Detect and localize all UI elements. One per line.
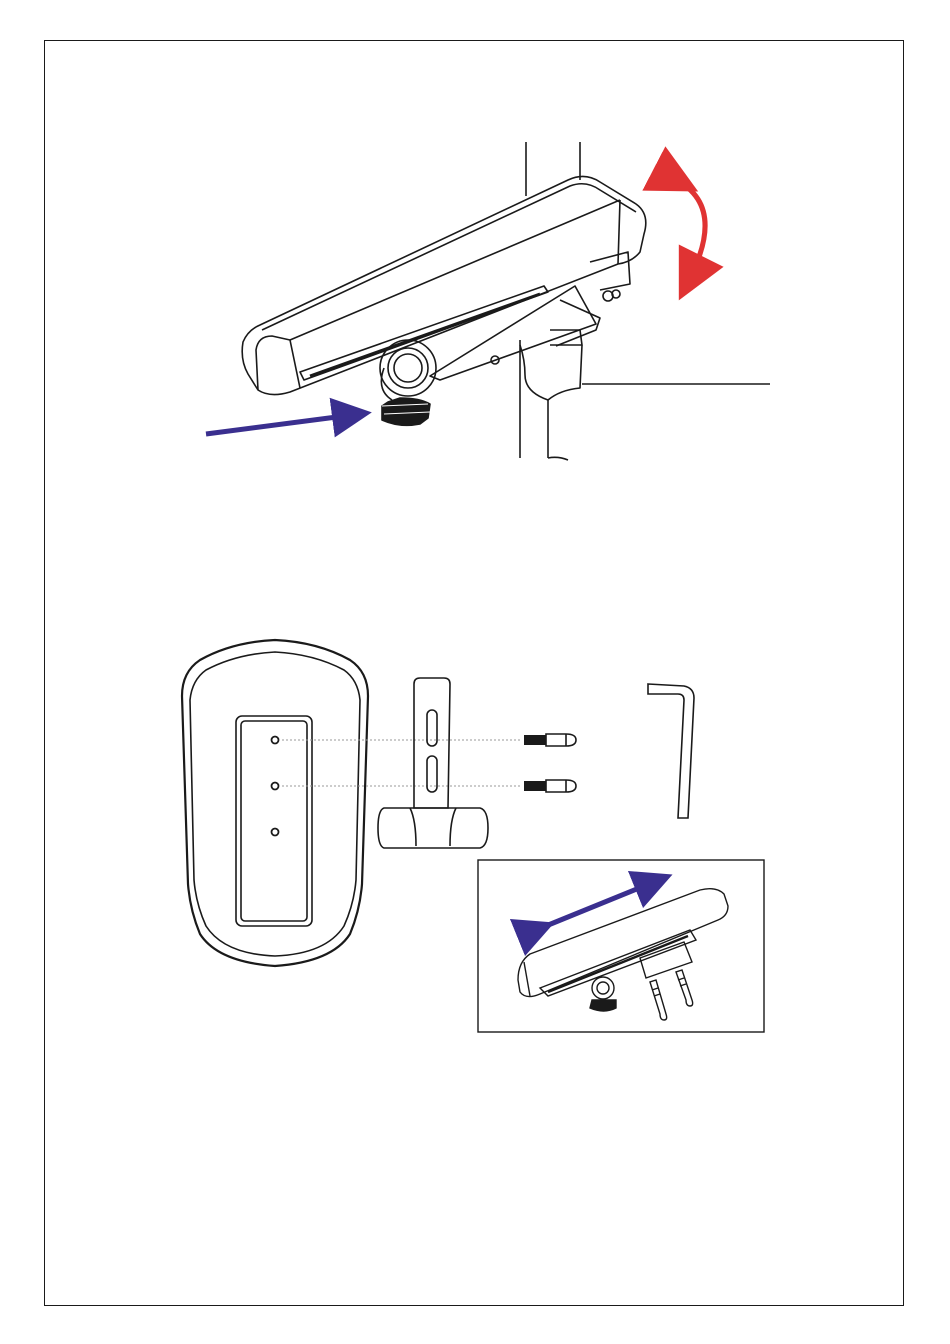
- hex-key-icon: [648, 684, 694, 818]
- alignment-lines: [282, 740, 520, 786]
- screw: [676, 970, 693, 1006]
- tilt-knob: [590, 977, 616, 1011]
- screw: [524, 734, 576, 746]
- inset-frame: [478, 860, 764, 1032]
- armrest-pad-underside: [182, 640, 368, 966]
- pointer-arrow-icon: [206, 415, 352, 434]
- screw: [524, 780, 576, 792]
- figure-armrest-mounting: [182, 640, 694, 966]
- slide-arrow-icon: [536, 882, 654, 930]
- tilt-arrow-icon: [676, 180, 705, 278]
- armrest-pad: [242, 176, 646, 394]
- armrest-pad: [518, 889, 728, 997]
- pad-hole: [272, 737, 279, 744]
- screw: [650, 980, 667, 1020]
- figure-armrest-slide: [518, 889, 728, 1020]
- pad-hole: [272, 829, 279, 836]
- pad-hole: [272, 783, 279, 790]
- chair-post: [520, 142, 770, 460]
- mounting-bracket: [378, 678, 488, 848]
